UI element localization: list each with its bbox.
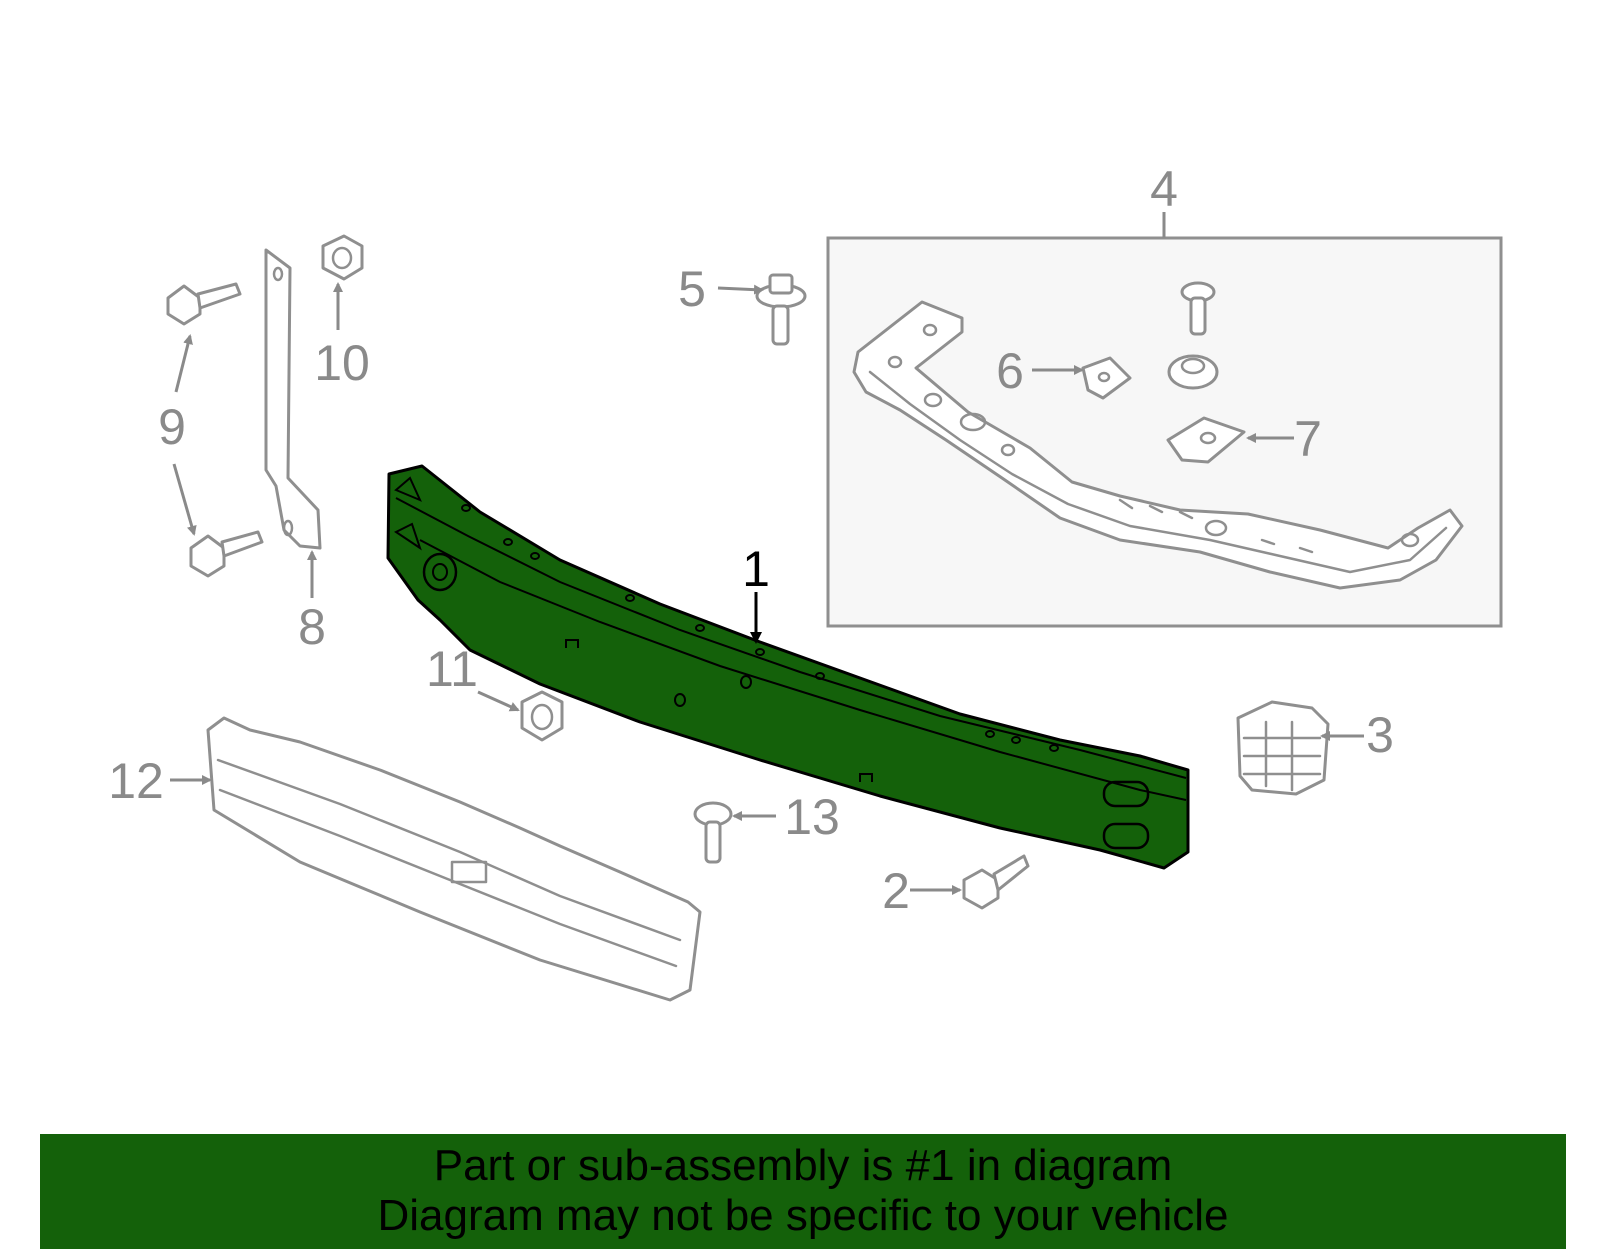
grommet-part-4[interactable] <box>1167 354 1219 390</box>
callout-10[interactable]: 10 <box>314 335 370 391</box>
banner-line-part: Part or sub-assembly is #1 in diagram <box>433 1141 1173 1190</box>
callout-11[interactable]: 11 <box>426 641 478 697</box>
retainer-part-6[interactable] <box>1081 356 1132 400</box>
leader-lines <box>170 282 1364 895</box>
callout-6[interactable]: 6 <box>996 343 1024 399</box>
bolt-part-2[interactable] <box>962 854 1030 910</box>
callout-4[interactable]: 4 <box>1150 161 1178 217</box>
nut-part-11[interactable] <box>520 690 564 742</box>
callout-3[interactable]: 3 <box>1366 707 1394 763</box>
info-banner: Part or sub-assembly is #1 in diagram Di… <box>40 1134 1566 1249</box>
bracket-part-8[interactable] <box>264 248 322 550</box>
reinforcement-bar-part-1[interactable] <box>386 464 1190 870</box>
bracket-part-3[interactable] <box>1236 700 1330 796</box>
banner-line-disclaimer: Diagram may not be specific to your vehi… <box>377 1191 1229 1240</box>
clip-part-13[interactable] <box>693 801 733 864</box>
callout-5[interactable]: 5 <box>678 261 706 317</box>
upper-bracket-part-4[interactable] <box>852 300 1464 590</box>
callout-2[interactable]: 2 <box>882 863 910 919</box>
callout-12[interactable]: 12 <box>108 753 164 809</box>
callout-1[interactable]: 1 <box>742 541 770 597</box>
retainer-part-7[interactable] <box>1166 416 1246 464</box>
callout-7[interactable]: 7 <box>1294 411 1322 467</box>
leader-line-11 <box>477 690 520 712</box>
callout-labels: 1 2 3 4 5 6 7 8 9 10 11 12 13 <box>108 161 1394 919</box>
callout-8[interactable]: 8 <box>298 599 326 655</box>
callout-13[interactable]: 13 <box>784 789 840 845</box>
leader-line-5 <box>717 284 764 295</box>
bolt-part-9-lower[interactable] <box>189 530 264 578</box>
nut-part-10[interactable] <box>321 234 364 281</box>
callout-9[interactable]: 9 <box>158 399 186 455</box>
bolt-part-5[interactable] <box>755 273 807 346</box>
leader-line-9-upper <box>174 334 193 393</box>
clip-part-4-pin[interactable] <box>1180 281 1216 336</box>
leader-line-9-lower <box>172 463 197 536</box>
bolt-part-9-upper[interactable] <box>166 282 242 326</box>
absorber-part-12[interactable] <box>206 716 702 1002</box>
